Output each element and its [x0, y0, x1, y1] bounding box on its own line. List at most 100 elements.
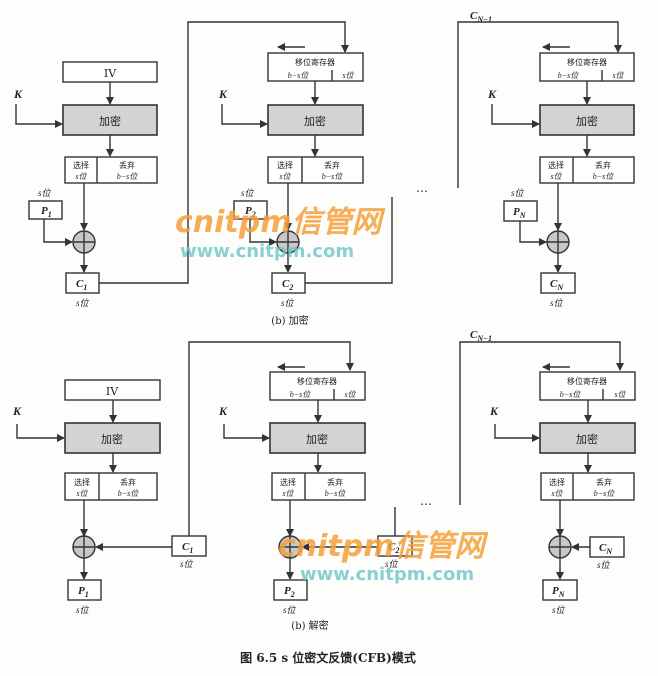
feedback-label: CN−1: [470, 329, 492, 343]
bsbits-label: b−s位: [290, 390, 312, 399]
enc-stage-1: IV 加密 K 选择 s位 丢弃 b−s位 s位 P1 C1 s位: [13, 21, 349, 308]
key-label: K: [12, 404, 22, 418]
sbits-label: s位: [344, 390, 356, 399]
figure-caption: 图 6.5 s 位密文反馈(CFB)模式: [240, 650, 416, 665]
select-label: 选择: [74, 477, 90, 487]
ellipsis: …: [420, 494, 432, 508]
select-discard-box: [64, 472, 158, 501]
watermark-brand: cnitpm信管网: [175, 205, 385, 240]
p1-label: P1: [41, 205, 52, 219]
key-label: K: [489, 404, 499, 418]
discard-label: 丢弃: [596, 477, 612, 487]
select-label: 选择: [548, 160, 564, 170]
bsbits-label: b−s位: [118, 489, 140, 498]
sbits-label: s位: [551, 489, 563, 498]
p2-label: P2: [284, 585, 295, 599]
p1-label: P1: [78, 585, 89, 599]
encrypt-label: 加密: [304, 114, 326, 128]
encrypt-label: 加密: [99, 114, 121, 128]
shift-register-label: 移位寄存器: [567, 376, 607, 386]
shift-register-label: 移位寄存器: [297, 376, 337, 386]
select-label: 选择: [277, 160, 293, 170]
select-label: 选择: [549, 477, 565, 487]
bsbits-label: b−s位: [594, 489, 616, 498]
iv-label: IV: [104, 67, 117, 80]
c1-label: C1: [76, 278, 87, 292]
key-label: K: [218, 404, 228, 418]
discard-label: 丢弃: [595, 160, 611, 170]
ciphertext-box: [589, 536, 625, 558]
sbits-label: s位: [76, 298, 90, 308]
select-discard-box: [267, 156, 364, 184]
dec-stage-1: IV 加密 K 选择 s位 丢弃 b−s位 C1 s位 P1 s位: [12, 341, 354, 615]
bsbits-label: b−s位: [593, 172, 615, 181]
encrypt-box: [539, 422, 636, 454]
sbits-label: s位: [614, 390, 626, 399]
enc-stage-2: 移位寄存器 b−s位 s位 加密 K 选择 s位 丢弃 b−s位 s位 P2 C…: [218, 43, 428, 308]
key-label: K: [218, 87, 228, 101]
select-discard-box: [64, 156, 158, 184]
encrypt-box: [64, 422, 161, 454]
plaintext-box: [273, 579, 308, 601]
sbits-label: s位: [180, 559, 194, 569]
enc-stage-n: CN−1 移位寄存器 b−s位 s位 加密 K 选择 s位 丢弃 b−s位 s位…: [457, 10, 635, 308]
encrypt-label: 加密: [576, 432, 598, 446]
encryption-subtitle: (b) 加密: [271, 314, 308, 327]
bsbits-label: b−s位: [117, 172, 139, 181]
watermark-url: www.cnitpm.com: [180, 241, 354, 262]
plaintext-box: [67, 579, 102, 601]
c2-label: C2: [282, 278, 293, 292]
sbits-label: s位: [550, 298, 564, 308]
shift-register-box: [267, 52, 364, 82]
sbits-label: s位: [597, 560, 611, 570]
bsbits-label: b−s位: [560, 390, 582, 399]
select-discard-box: [271, 472, 366, 501]
select-label: 选择: [73, 160, 89, 170]
sbits-label: s位: [281, 298, 295, 308]
bsbits-label: b−s位: [558, 71, 580, 80]
bsbits-label: b−s位: [322, 172, 344, 181]
shift-register-box: [539, 371, 636, 401]
decryption-section: IV 加密 K 选择 s位 丢弃 b−s位 C1 s位 P1 s位: [12, 329, 636, 632]
shift-register-box: [269, 371, 366, 401]
sbits-label: s位: [75, 172, 87, 181]
sbits-label: s位: [76, 489, 88, 498]
discard-label: 丢弃: [119, 160, 135, 170]
shift-register-label: 移位寄存器: [295, 57, 335, 67]
sbits-label: s位: [511, 188, 525, 198]
p2-label: P2: [245, 205, 256, 219]
sbits-label: s位: [552, 605, 566, 615]
sbits-label: s位: [76, 605, 90, 615]
c1-label: C1: [182, 541, 193, 555]
bsbits-label: b−s位: [325, 489, 347, 498]
encryption-section: IV 加密 K 选择 s位 丢弃 b−s位 s位 P1 C1 s位: [13, 10, 635, 327]
c2-label: C2: [388, 541, 399, 555]
discard-label: 丢弃: [327, 477, 343, 487]
discard-label: 丢弃: [324, 160, 340, 170]
sbits-label: s位: [38, 188, 52, 198]
discard-label: 丢弃: [120, 477, 136, 487]
iv-label: IV: [106, 385, 119, 398]
key-label: K: [487, 87, 497, 101]
select-discard-box: [540, 472, 635, 501]
shift-register-label: 移位寄存器: [567, 57, 607, 67]
plaintext-box: [28, 200, 63, 220]
ciphertext-box: [540, 272, 576, 294]
sbits-label: s位: [612, 71, 624, 80]
dec-stage-n: CN−1 移位寄存器 b−s位 s位 加密 K 选择 s位 丢弃 b−s位: [459, 329, 636, 615]
decryption-subtitle: (b) 解密: [291, 619, 328, 632]
plaintext-box: [542, 579, 578, 601]
sbits-label: s位: [279, 172, 291, 181]
sbits-label: s位: [283, 605, 297, 615]
watermark-brand: cnitpm信管网: [278, 529, 488, 564]
sbits-label: s位: [241, 188, 255, 198]
key-label: K: [13, 87, 23, 101]
select-label: 选择: [280, 477, 296, 487]
encrypt-box: [267, 104, 364, 136]
encrypt-box: [269, 422, 366, 454]
watermark-url: www.cnitpm.com: [300, 564, 474, 585]
dec-stage-2: 移位寄存器 b−s位 s位 加密 K 选择 s位 丢弃 b−s位 C2 s位 …: [218, 363, 432, 615]
sbits-label: s位: [282, 489, 294, 498]
encrypt-label: 加密: [101, 432, 123, 446]
